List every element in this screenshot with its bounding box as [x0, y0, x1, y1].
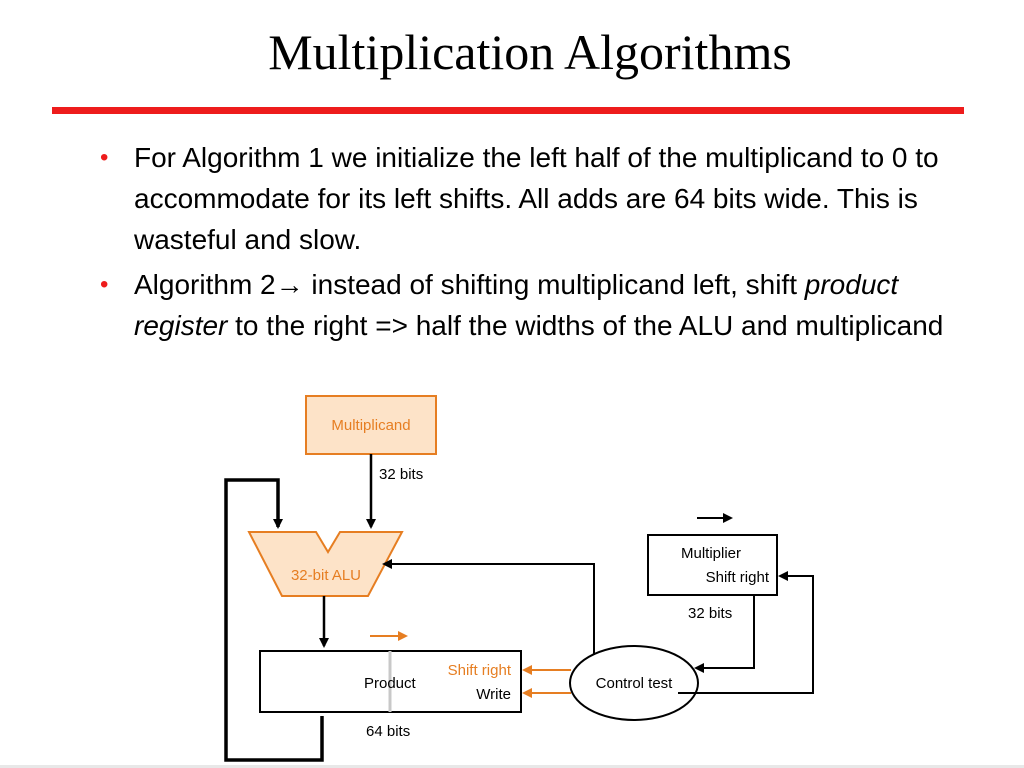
control-test-unit: [569, 645, 699, 721]
multiplicand-width-label: 32 bits: [379, 466, 423, 483]
multiplicand-label: Multiplicand: [331, 417, 410, 434]
alu-shape: [247, 531, 404, 597]
bullet-list: • For Algorithm 1 we initialize the left…: [100, 137, 980, 350]
bullet-icon: •: [100, 144, 109, 171]
multiplicand-register: [305, 395, 437, 455]
bullet-icon: •: [100, 271, 109, 298]
alu-label: 32-bit ALU: [291, 567, 361, 584]
product-write-label: Write: [476, 686, 511, 703]
multiplier-label: Multiplier: [681, 545, 741, 562]
right-arrow-icon: →: [275, 269, 304, 300]
bullet-item-algorithm-2: • Algorithm 2→ instead of shifting multi…: [100, 264, 980, 346]
bullet-text-part2: instead of shifting multiplicand left, s…: [303, 269, 805, 300]
product-shift-label: Shift right: [448, 662, 512, 679]
multiplier-shift-label: Shift right: [706, 569, 770, 586]
multiplier-to-control-arrow: [694, 595, 755, 673]
slide-title: Multiplication Algorithms: [268, 24, 792, 80]
multiplier-width-label: 32 bits: [688, 605, 732, 622]
bullet-text-part3: to the right => half the widths of the A…: [227, 310, 944, 341]
product-width-label: 64 bits: [366, 723, 410, 740]
slide-bottom-edge: [0, 765, 1024, 768]
title-divider: [52, 107, 964, 114]
control-to-alu-arrow: [382, 559, 595, 655]
control-to-multiplier-arrow: [678, 571, 814, 694]
bullet-text-part1: Algorithm 2: [134, 269, 276, 300]
bullet-text-italic: product register: [134, 269, 899, 341]
control-test-label: Control test: [596, 675, 674, 692]
bullet-item-algorithm-1: • For Algorithm 1 we initialize the left…: [100, 137, 980, 260]
multiplier-register: [647, 534, 778, 596]
product-to-alu-feedback-arrow: [224, 478, 324, 762]
bullet-text: For Algorithm 1 we initialize the left h…: [134, 142, 939, 255]
product-label: Product: [364, 675, 417, 692]
